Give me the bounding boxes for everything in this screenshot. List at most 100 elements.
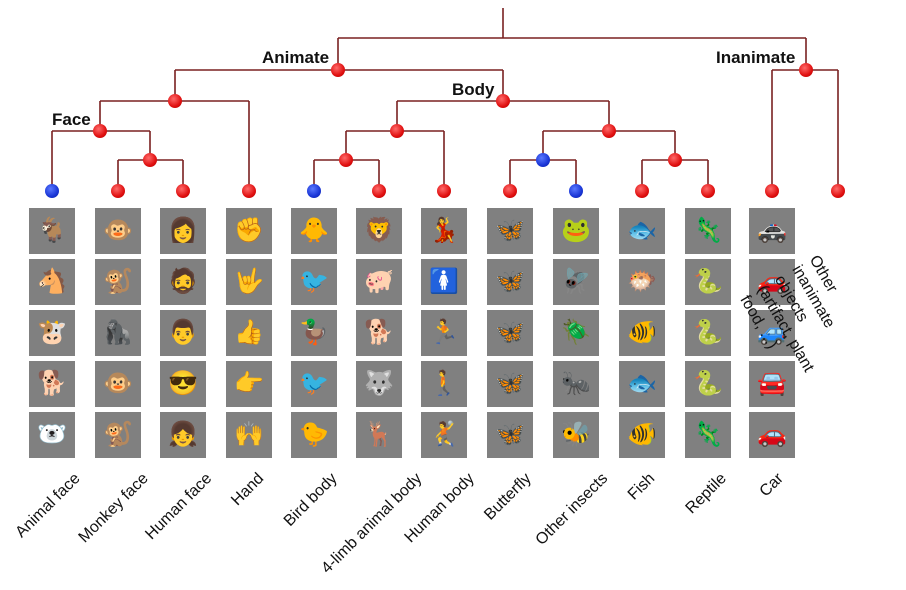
- image-tile: 👍: [226, 310, 272, 356]
- butterfly-icon: 🦋: [495, 217, 525, 244]
- fish-icon: 🐟: [627, 217, 657, 244]
- leaf-node-9: [635, 184, 649, 198]
- image-tile: 🦋: [487, 208, 533, 254]
- image-tile: 🐍: [685, 310, 731, 356]
- lizard-icon: 🦎: [693, 217, 723, 244]
- bee-icon: 🐝: [561, 421, 591, 448]
- cluster-node-body: [496, 94, 510, 108]
- leaf-node-0: [45, 184, 59, 198]
- image-tile: 👉: [226, 361, 272, 407]
- chick-icon: 🐤: [299, 421, 329, 448]
- image-tile: 🐕: [29, 361, 75, 407]
- hands-icon: 🙌: [234, 421, 264, 448]
- leaf-node-10: [701, 184, 715, 198]
- leaf-node-5: [372, 184, 386, 198]
- image-tile: 🚗: [749, 412, 795, 458]
- image-tile: 🐒: [95, 412, 141, 458]
- image-tile: 🚙: [749, 310, 795, 356]
- fish-icon: 🐡: [627, 268, 657, 295]
- image-tile: 🐠: [619, 412, 665, 458]
- monkey-face-icon: 🐵: [103, 217, 133, 244]
- lion-icon: 🦁: [364, 217, 394, 244]
- hand-sign-icon: 🤟: [234, 268, 264, 295]
- snake-icon: 🐍: [693, 268, 723, 295]
- child-face-icon: 👧: [168, 421, 198, 448]
- cluster-node-sub41: [390, 124, 404, 138]
- image-tile: 🦋: [487, 412, 533, 458]
- image-tile: 🐸: [553, 208, 599, 254]
- image-tile: 👧: [160, 412, 206, 458]
- image-tile: 👨: [160, 310, 206, 356]
- frog-icon: 🐸: [561, 217, 591, 244]
- image-tile: 🐺: [356, 361, 402, 407]
- chick-icon: 🐥: [299, 217, 329, 244]
- monkey-face-icon: 🐒: [103, 268, 133, 295]
- image-tile: 🚺: [421, 259, 467, 305]
- image-tile: 🤾: [421, 412, 467, 458]
- leaf-node-8: [569, 184, 583, 198]
- image-tile: 💃: [421, 208, 467, 254]
- leaf-node-3: [242, 184, 256, 198]
- image-tile: 🦋: [487, 361, 533, 407]
- image-tile: 🚶: [421, 361, 467, 407]
- fist-icon: ✊: [234, 217, 264, 244]
- leaf-node-2: [176, 184, 190, 198]
- image-tile: 🐍: [685, 259, 731, 305]
- image-tile: ✊: [226, 208, 272, 254]
- woman-figure-icon: 🚺: [429, 268, 459, 295]
- monkey-face-icon: 🐒: [103, 421, 133, 448]
- beetle-icon: 🪲: [561, 319, 591, 346]
- image-tile: 🦎: [685, 412, 731, 458]
- image-tile: 🦎: [685, 208, 731, 254]
- cluster-node-fishrep: [668, 153, 682, 167]
- cluster-node-facesub: [93, 124, 107, 138]
- image-tile: 🐜: [553, 361, 599, 407]
- label-body: Body: [452, 80, 495, 99]
- image-tile: 🐖: [356, 259, 402, 305]
- thumbs-up-icon: 👍: [234, 319, 264, 346]
- monkey-face-icon: 🐵: [103, 370, 133, 397]
- dog-icon: 🐕: [364, 319, 394, 346]
- walker-icon: 🚶: [429, 370, 459, 397]
- jeep-icon: 🚙: [757, 319, 787, 346]
- ant-icon: 🐜: [561, 370, 591, 397]
- image-tile: 🏃: [421, 310, 467, 356]
- image-tile: 🪰: [553, 259, 599, 305]
- cluster-node-birdquad: [339, 153, 353, 167]
- bluebird-icon: 🐦: [299, 268, 329, 295]
- image-tile: 🐦: [291, 259, 337, 305]
- image-tile: 🦌: [356, 412, 402, 458]
- image-tile: 🐟: [619, 208, 665, 254]
- cluster-node-face: [168, 94, 182, 108]
- cluster-node-sub42: [602, 124, 616, 138]
- image-tile: 🙌: [226, 412, 272, 458]
- image-tile: 🐴: [29, 259, 75, 305]
- bird-icon: 🐦: [299, 370, 329, 397]
- cluster-node-monkeyhuman: [143, 153, 157, 167]
- fish-icon: 🐠: [627, 319, 657, 346]
- man-face-icon: 🧔: [168, 268, 198, 295]
- butterfly-icon: 🦋: [495, 370, 525, 397]
- tropical-fish-icon: 🐠: [627, 421, 657, 448]
- leaf-node-4: [307, 184, 321, 198]
- dog-face-icon: 🐕: [37, 370, 67, 397]
- image-tile: 🚗: [749, 259, 795, 305]
- image-tile: 🐕: [356, 310, 402, 356]
- image-tile: 🐵: [95, 208, 141, 254]
- polar-bear-face-icon: 🐻‍❄️: [37, 421, 67, 448]
- leaf-node-12: [831, 184, 845, 198]
- image-tile: 🐦: [291, 361, 337, 407]
- horse-face-icon: 🐴: [37, 268, 67, 295]
- pig-icon: 🐖: [364, 268, 394, 295]
- label-other-inanimate: Other inanimate objects (artifact, plant…: [736, 253, 904, 412]
- car-icon: 🚗: [757, 421, 787, 448]
- image-tile: 👩: [160, 208, 206, 254]
- chimp-face-icon: 🦍: [103, 319, 133, 346]
- image-tile: 🦋: [487, 259, 533, 305]
- wolf-icon: 🐺: [364, 370, 394, 397]
- image-tile: 🚘: [749, 361, 795, 407]
- image-tile: 🐠: [619, 310, 665, 356]
- leaf-node-1: [111, 184, 125, 198]
- image-tile: 🧔: [160, 259, 206, 305]
